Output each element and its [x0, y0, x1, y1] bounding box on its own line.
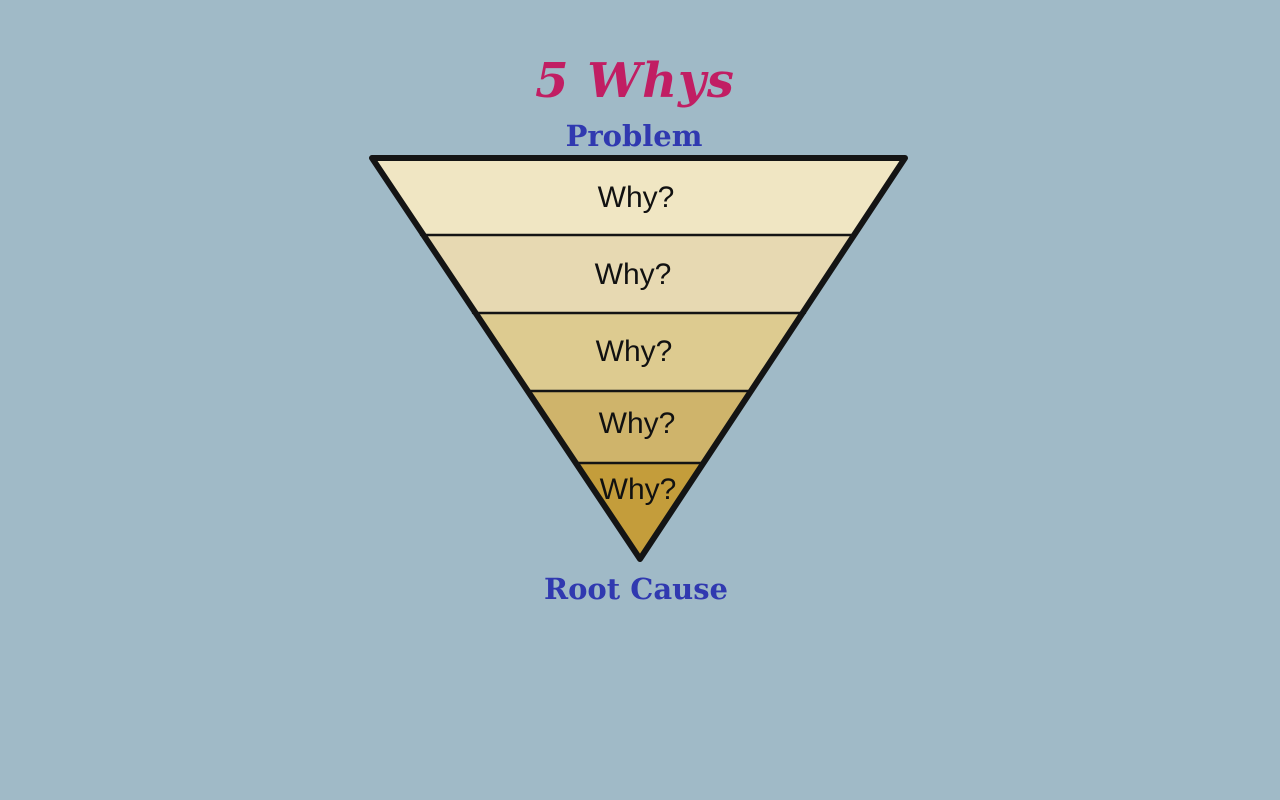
why-label-2: Why?: [595, 258, 672, 291]
funnel-layer-4: [528, 391, 751, 463]
funnel-layer-2: [423, 235, 854, 313]
why-label-3: Why?: [596, 335, 673, 368]
diagram-title: 5 Whys: [535, 53, 735, 109]
funnel-layer-1: [372, 158, 905, 235]
why-label-1: Why?: [598, 181, 675, 214]
root-cause-label: Root Cause: [544, 572, 728, 606]
problem-label: Problem: [566, 119, 703, 153]
why-label-5: Why?: [600, 473, 677, 506]
funnel-outline: [369, 155, 908, 562]
funnel-layer-3: [475, 313, 803, 391]
funnel-layer-5: [576, 463, 703, 559]
why-label-4: Why?: [599, 407, 676, 440]
